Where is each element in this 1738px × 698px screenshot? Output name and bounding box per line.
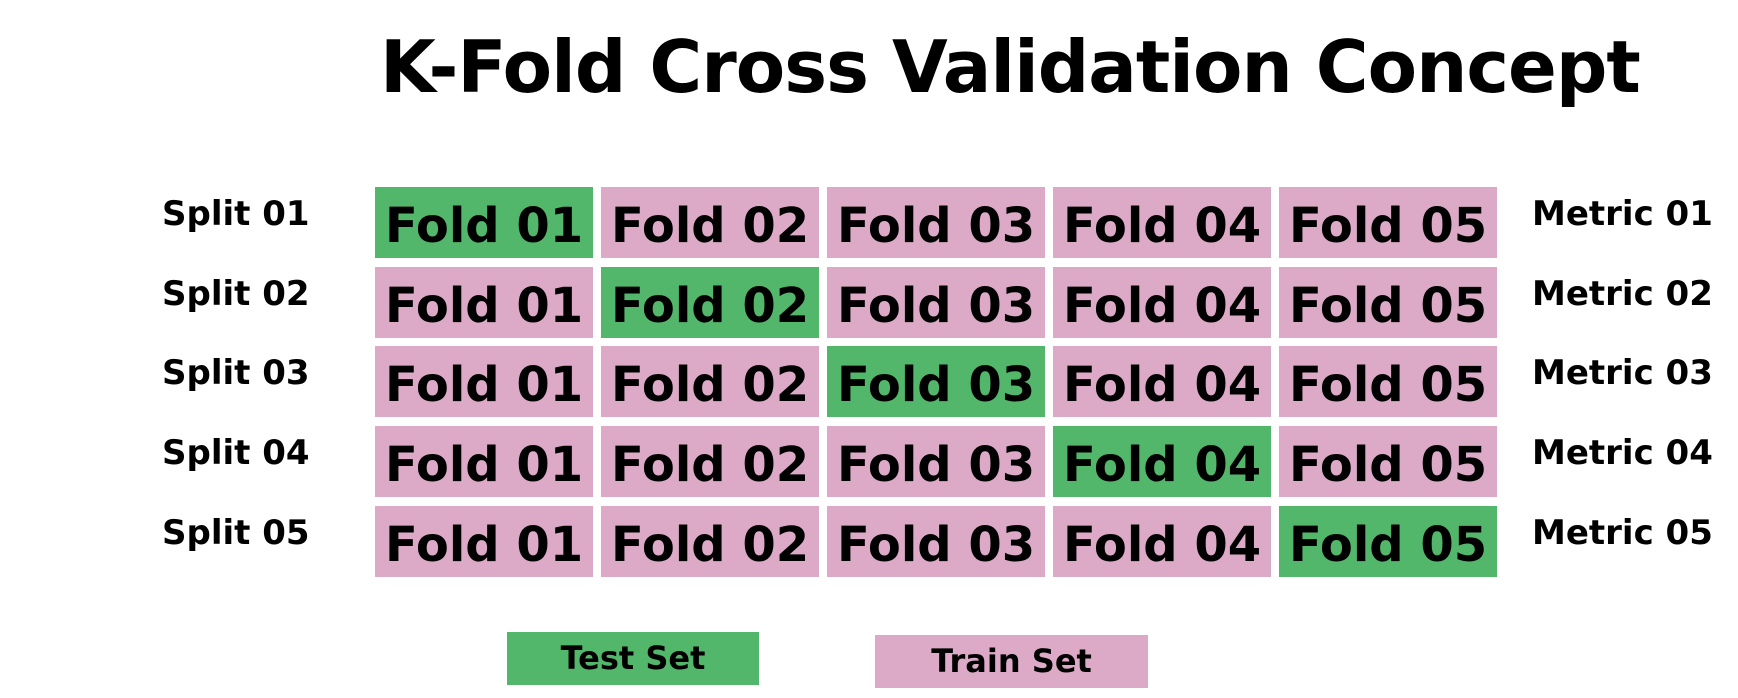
fold-cell-train: Fold 03 <box>827 506 1045 577</box>
fold-cell-train: Fold 01 <box>375 267 593 338</box>
fold-cell-test: Fold 02 <box>601 267 819 338</box>
fold-cell-train: Fold 04 <box>1053 506 1271 577</box>
fold-cell-train: Fold 05 <box>1279 346 1497 417</box>
fold-cell-test: Fold 03 <box>827 346 1045 417</box>
fold-cell-train: Fold 02 <box>601 426 819 497</box>
metric-label: Metric 02 <box>1532 274 1713 314</box>
metric-label: Metric 05 <box>1532 513 1713 553</box>
fold-cell-train: Fold 01 <box>375 346 593 417</box>
fold-cell-train: Fold 02 <box>601 346 819 417</box>
fold-cell-train: Fold 04 <box>1053 346 1271 417</box>
fold-cell-train: Fold 05 <box>1279 187 1497 258</box>
fold-cell-train: Fold 02 <box>601 187 819 258</box>
split-label: Split 01 <box>162 194 310 234</box>
split-label: Split 05 <box>162 513 310 553</box>
metric-label: Metric 04 <box>1532 433 1713 473</box>
fold-cell-train: Fold 03 <box>827 187 1045 258</box>
legend-test-set: Test Set <box>507 632 759 685</box>
split-label: Split 04 <box>162 433 310 473</box>
fold-cell-train: Fold 04 <box>1053 267 1271 338</box>
fold-cell-test: Fold 04 <box>1053 426 1271 497</box>
fold-cell-train: Fold 03 <box>827 426 1045 497</box>
metric-label: Metric 03 <box>1532 353 1713 393</box>
diagram-title: K-Fold Cross Validation Concept <box>380 25 1641 109</box>
legend-train-set: Train Set <box>875 635 1148 688</box>
fold-cell-train: Fold 01 <box>375 426 593 497</box>
fold-cell-train: Fold 01 <box>375 506 593 577</box>
metric-label: Metric 01 <box>1532 194 1713 234</box>
fold-cell-train: Fold 04 <box>1053 187 1271 258</box>
split-label: Split 03 <box>162 353 310 393</box>
fold-cell-test: Fold 01 <box>375 187 593 258</box>
fold-cell-train: Fold 03 <box>827 267 1045 338</box>
fold-cell-train: Fold 05 <box>1279 426 1497 497</box>
split-label: Split 02 <box>162 274 310 314</box>
fold-cell-train: Fold 05 <box>1279 267 1497 338</box>
fold-cell-test: Fold 05 <box>1279 506 1497 577</box>
fold-cell-train: Fold 02 <box>601 506 819 577</box>
